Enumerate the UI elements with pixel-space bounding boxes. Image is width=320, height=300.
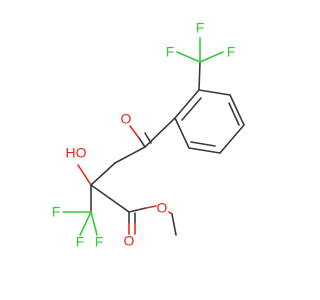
cf-bond (79, 211, 92, 236)
carbonyl-double-bond (144, 132, 152, 144)
carbonyl-double-bond (129, 125, 140, 139)
ring-double-bond (228, 102, 240, 126)
ring-carbonyl-bond (144, 117, 176, 148)
cf-bond (199, 51, 224, 63)
ring-double-bond (190, 141, 216, 147)
fluorine-atom-label: F (95, 234, 104, 250)
methyl-ester-group: O O (90, 184, 177, 249)
ring-bond (174, 89, 200, 119)
ester-ether-bond (145, 205, 157, 209)
oh-bond (77, 164, 92, 186)
alkyl-trifluoromethyl: F F F (52, 184, 104, 250)
cf-bond (90, 211, 98, 236)
hydroxyl-group: HO (66, 145, 92, 186)
ring-trifluoromethyl: F F F (166, 20, 236, 91)
methoxy-bond (171, 213, 177, 236)
ring-bond (198, 89, 231, 96)
methylene-bond (114, 146, 146, 164)
ester-ether-bond (128, 207, 147, 213)
oxygen-atom-label: O (157, 200, 168, 216)
ring-cf3-bond (198, 61, 201, 91)
hydroxyl-atom-label: HO (66, 145, 87, 161)
ring-bond (188, 147, 221, 154)
ester-carbon-bond (90, 184, 130, 213)
oxygen-atom-label: O (124, 233, 135, 249)
fluorine-atom-label: F (52, 204, 61, 220)
fluorine-atom-label: F (166, 44, 175, 60)
ketone-group: O (121, 111, 176, 148)
carbonyl-bond (138, 137, 146, 148)
fluorine-atom-label: F (196, 20, 205, 36)
fluorine-atom-label: F (76, 234, 85, 250)
ring-bond (174, 117, 190, 149)
molecule-svg: F F F O HO F F F O O (52, 20, 245, 250)
methylene-bond (90, 162, 116, 186)
ring-bond (229, 94, 245, 126)
cf-bond (176, 51, 201, 63)
benzene-ring (174, 89, 245, 154)
oxygen-atom-label: O (121, 111, 132, 127)
ring-double-bond (181, 97, 202, 121)
ring-bond (219, 124, 245, 154)
molecule-structure-diagram: F F F O HO F F F O O (52, 20, 245, 250)
fluorine-atom-label: F (227, 44, 236, 60)
